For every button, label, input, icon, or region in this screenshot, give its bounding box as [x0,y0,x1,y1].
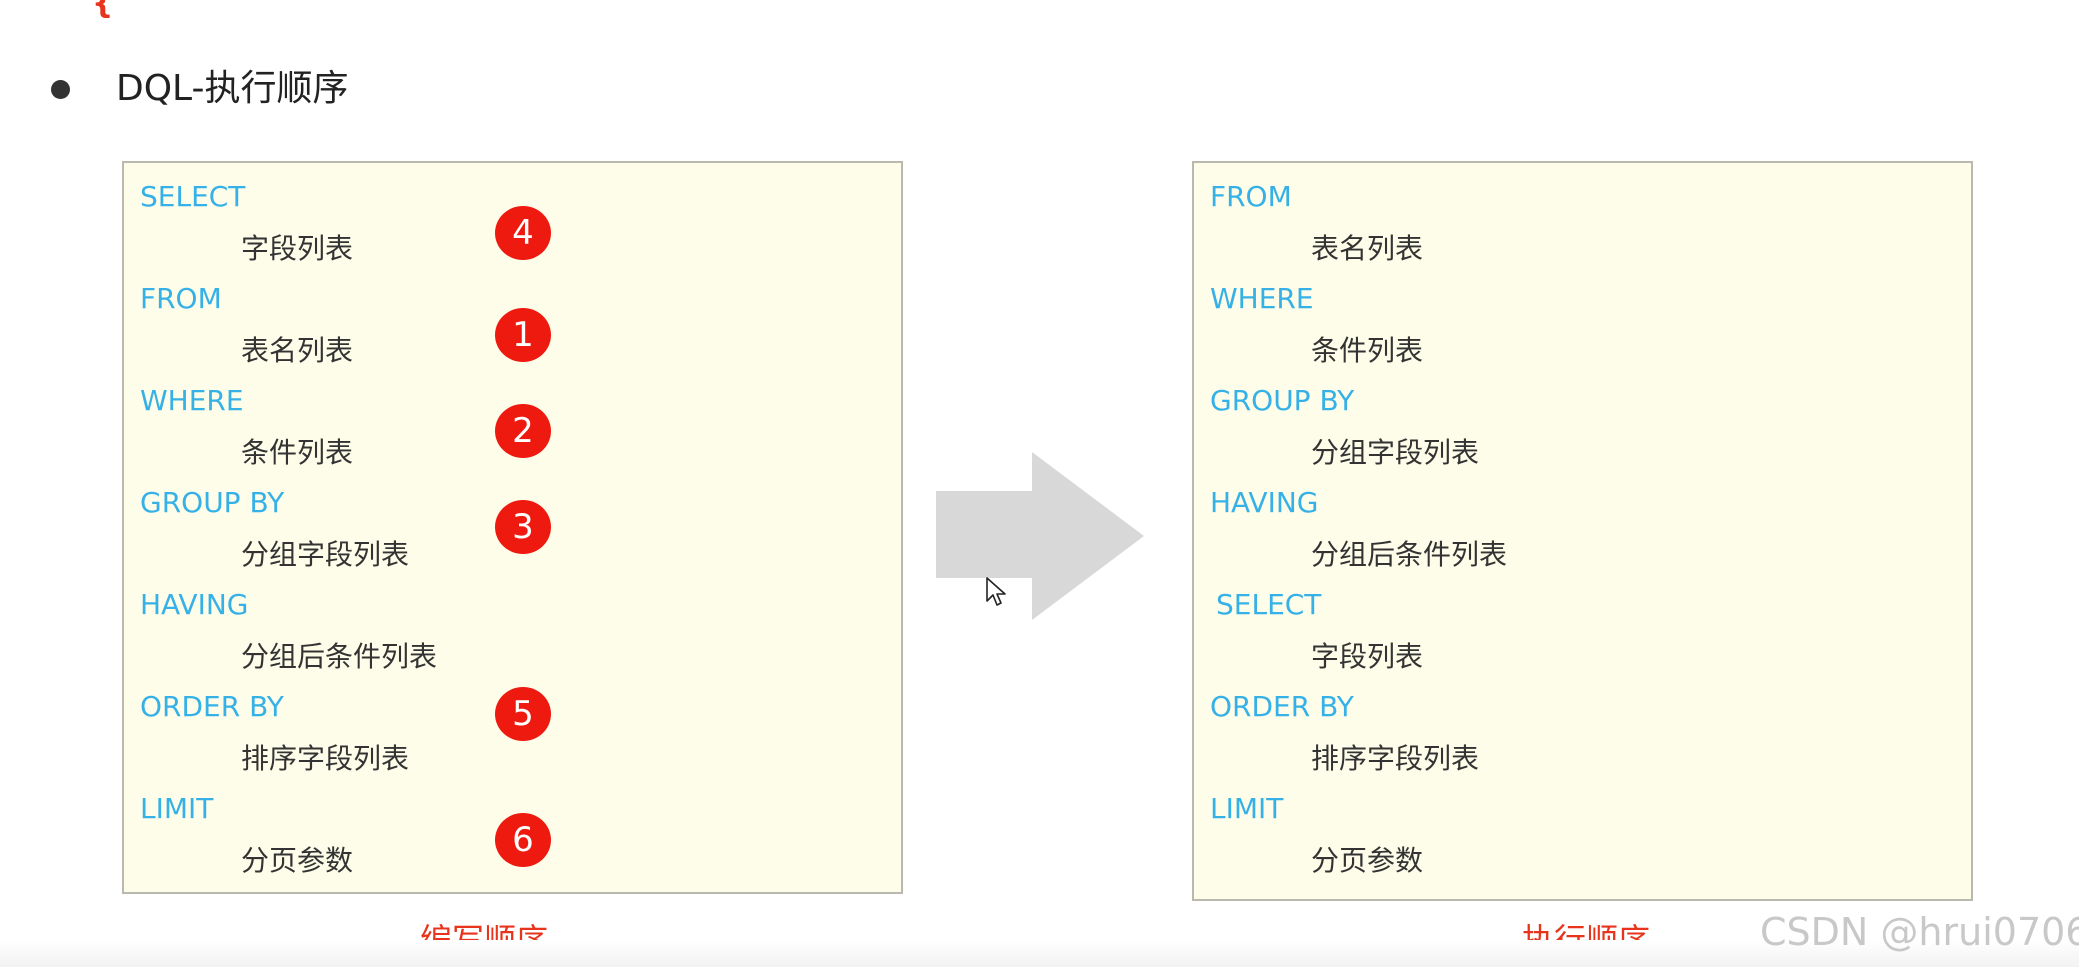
execution-order-panel: FROM 表名列表 WHERE 条件列表 GROUP BY 分组字段列表 HAV… [1192,161,1973,901]
keyword-where: WHERE [140,384,244,417]
watermark: CSDN @hrui0706 [1760,910,2079,954]
argument-condition-list: 条件列表 [241,436,354,469]
keyword-from: FROM [140,282,222,315]
step-badge: 5 [495,687,551,741]
keyword-where: WHERE [1210,282,1314,315]
argument-field-list: 字段列表 [1311,640,1424,673]
keyword-limit: LIMIT [1210,792,1284,825]
keyword-limit: LIMIT [140,792,214,825]
right-arrow-icon [936,452,1144,620]
argument-sort-field-list: 排序字段列表 [241,742,410,775]
step-badge: 3 [495,500,551,554]
step-badge: 6 [495,813,551,867]
bullet-icon [51,80,70,99]
argument-having-condition-list: 分组后条件列表 [1311,538,1508,571]
step-badge: 1 [495,308,551,362]
argument-group-field-list: 分组字段列表 [1311,436,1480,469]
keyword-select: SELECT [140,180,246,213]
keyword-group-by: GROUP BY [140,486,285,519]
argument-table-list: 表名列表 [1311,232,1424,265]
page-title: DQL-执行顺序 [116,68,349,109]
argument-paging-params: 分页参数 [1311,844,1424,877]
argument-table-list: 表名列表 [241,334,354,367]
keyword-from: FROM [1210,180,1292,213]
bottom-edge [0,940,2079,967]
keyword-select: SELECT [1216,588,1322,621]
keyword-having: HAVING [1210,486,1319,519]
argument-sort-field-list: 排序字段列表 [1311,742,1480,775]
argument-field-list: 字段列表 [241,232,354,265]
step-badge: 2 [495,404,551,458]
keyword-order-by: ORDER BY [140,690,284,723]
step-badge: 4 [495,206,551,260]
argument-paging-params: 分页参数 [241,844,354,877]
top-accent-mark: { [92,0,114,21]
keyword-order-by: ORDER BY [1210,690,1354,723]
keyword-having: HAVING [140,588,249,621]
argument-group-field-list: 分组字段列表 [241,538,410,571]
argument-condition-list: 条件列表 [1311,334,1424,367]
argument-having-condition-list: 分组后条件列表 [241,640,438,673]
mouse-pointer-icon [986,577,1006,606]
written-order-panel: SELECT 字段列表 4 FROM 表名列表 1 WHERE 条件列表 2 G… [122,161,903,894]
keyword-group-by: GROUP BY [1210,384,1355,417]
